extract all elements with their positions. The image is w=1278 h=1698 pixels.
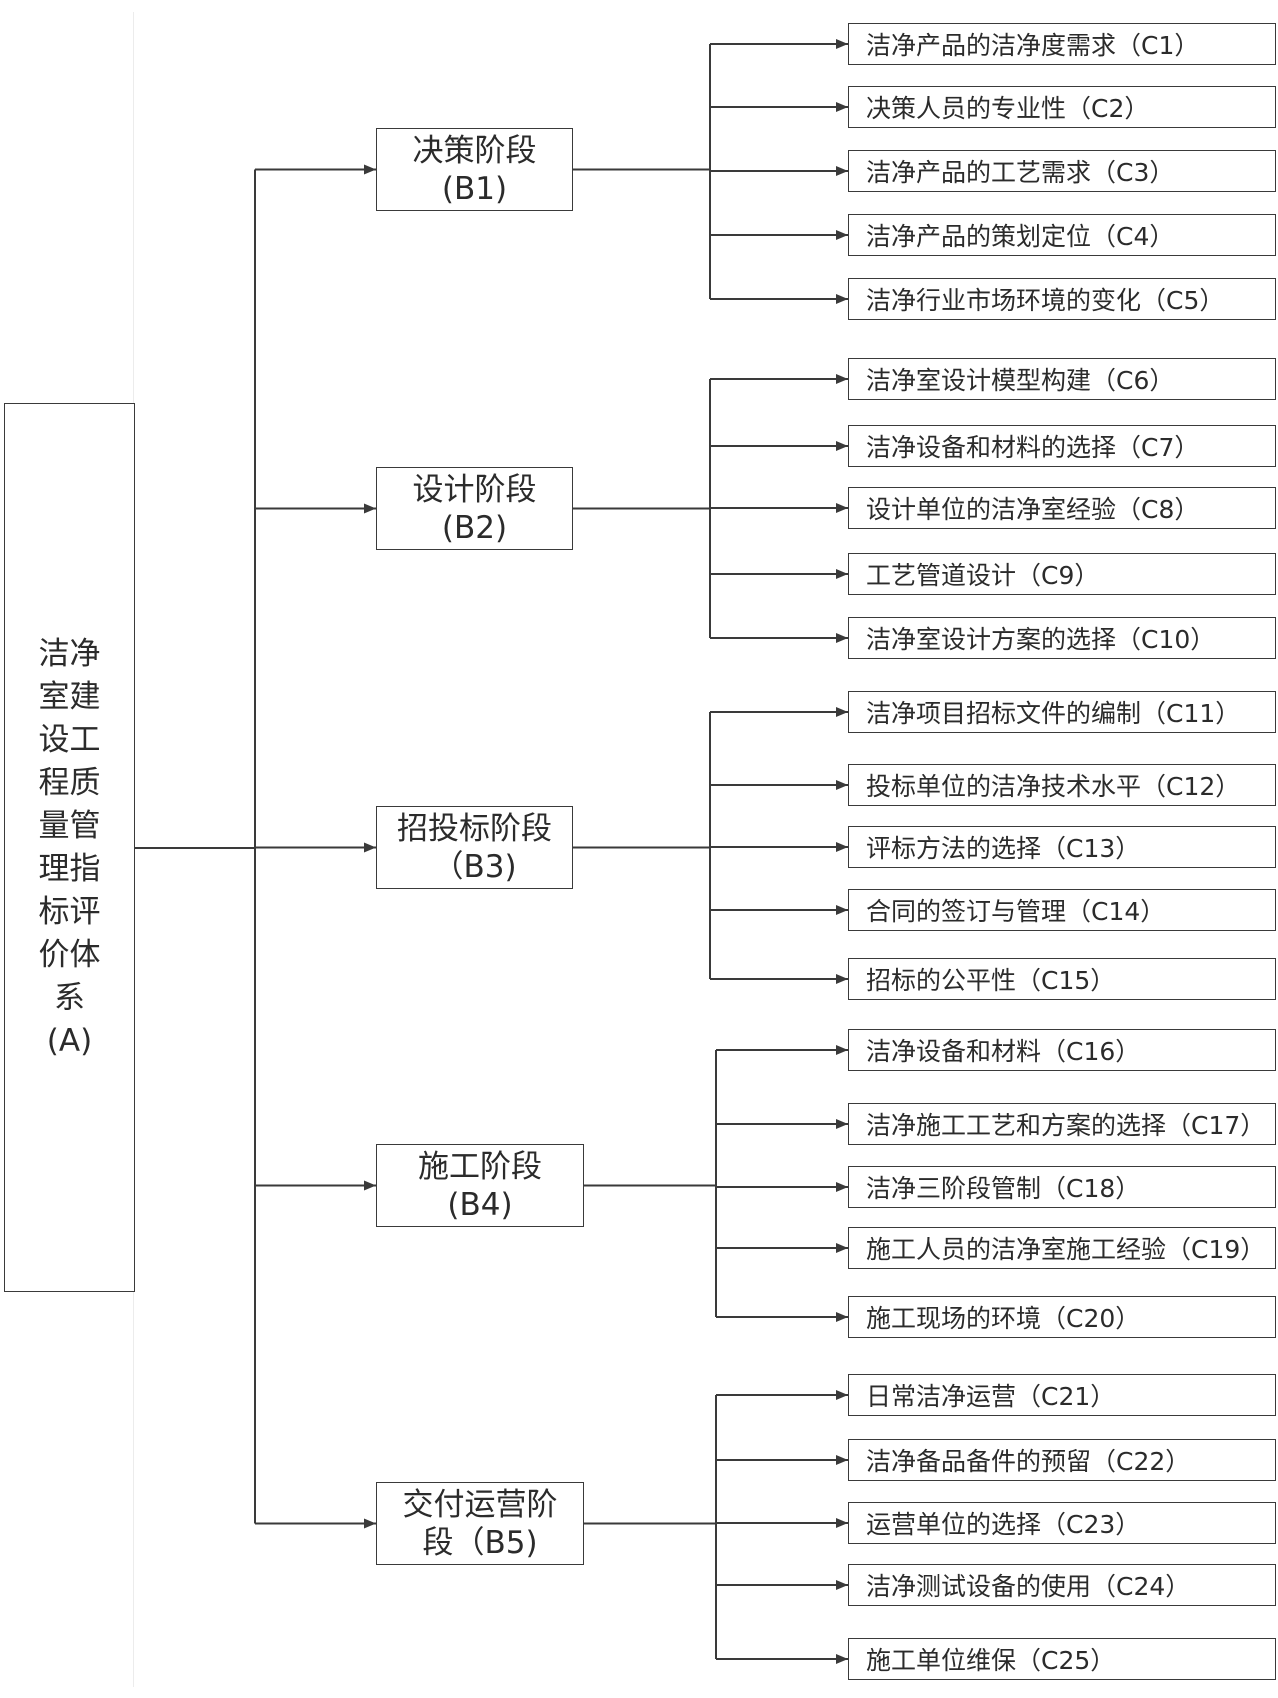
indicator-node-c23: 运营单位的选择（C23） [848,1502,1276,1544]
stage-label: 招投标阶段（B3) [397,810,552,885]
indicator-node-c10: 洁净室设计方案的选择（C10） [848,617,1276,659]
indicator-node-c6: 洁净室设计模型构建（C6） [848,358,1276,400]
stage-label: 决策阶段(B1) [412,132,537,207]
indicator-label: 洁净三阶段管制（C18） [866,1174,1141,1203]
indicator-label: 洁净设备和材料（C16） [866,1037,1141,1066]
indicator-label: 决策人员的专业性（C2） [866,94,1150,123]
indicator-label: 洁净产品的策划定位（C4） [866,222,1175,251]
stage-node-b2: 设计阶段(B2) [376,467,573,550]
indicator-label: 洁净行业市场环境的变化（C5） [866,286,1225,315]
indicator-node-c8: 设计单位的洁净室经验（C8） [848,487,1276,529]
indicator-label: 运营单位的选择（C23） [866,1510,1141,1539]
indicator-label: 洁净施工工艺和方案的选择（C17） [866,1111,1266,1140]
indicator-node-c3: 洁净产品的工艺需求（C3） [848,150,1276,192]
indicator-node-c21: 日常洁净运营（C21） [848,1374,1276,1416]
indicator-node-c25: 施工单位维保（C25） [848,1638,1276,1680]
indicator-label: 评标方法的选择（C13） [866,834,1141,863]
stage-label: 施工阶段(B4) [418,1148,542,1223]
indicator-node-c2: 决策人员的专业性（C2） [848,86,1276,128]
stage-node-b4: 施工阶段(B4) [376,1144,584,1227]
indicator-node-c13: 评标方法的选择（C13） [848,826,1276,868]
indicator-label: 洁净备品备件的预留（C22） [866,1447,1191,1476]
indicator-label: 设计单位的洁净室经验（C8） [866,495,1200,524]
indicator-label: 投标单位的洁净技术水平（C12） [866,772,1241,801]
indicator-node-c14: 合同的签订与管理（C14） [848,889,1276,931]
indicator-node-c5: 洁净行业市场环境的变化（C5） [848,278,1276,320]
indicator-node-c15: 招标的公平性（C15） [848,958,1276,1000]
indicator-label: 洁净测试设备的使用（C24） [866,1572,1191,1601]
indicator-node-c17: 洁净施工工艺和方案的选择（C17） [848,1103,1276,1145]
indicator-node-c19: 施工人员的洁净室施工经验（C19） [848,1227,1276,1269]
indicator-node-c4: 洁净产品的策划定位（C4） [848,214,1276,256]
indicator-label: 施工人员的洁净室施工经验（C19） [866,1235,1266,1264]
stage-node-b3: 招投标阶段（B3) [376,806,573,889]
indicator-node-c22: 洁净备品备件的预留（C22） [848,1439,1276,1481]
indicator-node-c1: 洁净产品的洁净度需求（C1） [848,23,1276,65]
indicator-label: 施工单位维保（C25） [866,1646,1116,1675]
indicator-label: 洁净室设计方案的选择（C10） [866,625,1216,654]
stage-node-b1: 决策阶段(B1) [376,128,573,211]
indicator-node-c18: 洁净三阶段管制（C18） [848,1166,1276,1208]
indicator-label: 洁净产品的工艺需求（C3） [866,158,1175,187]
indicator-label: 招标的公平性（C15） [866,966,1116,995]
indicator-label: 洁净设备和材料的选择（C7） [866,433,1200,462]
stage-label: 设计阶段(B2) [412,471,537,546]
indicator-node-c7: 洁净设备和材料的选择（C7） [848,425,1276,467]
indicator-node-c16: 洁净设备和材料（C16） [848,1029,1276,1071]
indicator-node-c24: 洁净测试设备的使用（C24） [848,1564,1276,1606]
indicator-node-c9: 工艺管道设计（C9） [848,553,1276,595]
indicator-label: 洁净项目招标文件的编制（C11） [866,699,1241,728]
stage-label: 交付运营阶段（B5) [402,1486,558,1561]
root-label: 洁净室建设工程质量管理指标评价体系(A) [38,635,101,1059]
indicator-label: 日常洁净运营（C21） [866,1382,1116,1411]
indicator-label: 洁净室设计模型构建（C6） [866,366,1175,395]
indicator-label: 合同的签订与管理（C14） [866,897,1166,926]
stage-node-b5: 交付运营阶段（B5) [376,1482,584,1565]
root-node: 洁净室建设工程质量管理指标评价体系(A) [4,403,135,1292]
indicator-label: 施工现场的环境（C20） [866,1304,1141,1333]
indicator-node-c12: 投标单位的洁净技术水平（C12） [848,764,1276,806]
indicator-node-c20: 施工现场的环境（C20） [848,1296,1276,1338]
indicator-node-c11: 洁净项目招标文件的编制（C11） [848,691,1276,733]
indicator-label: 洁净产品的洁净度需求（C1） [866,31,1200,60]
indicator-label: 工艺管道设计（C9） [866,561,1100,590]
